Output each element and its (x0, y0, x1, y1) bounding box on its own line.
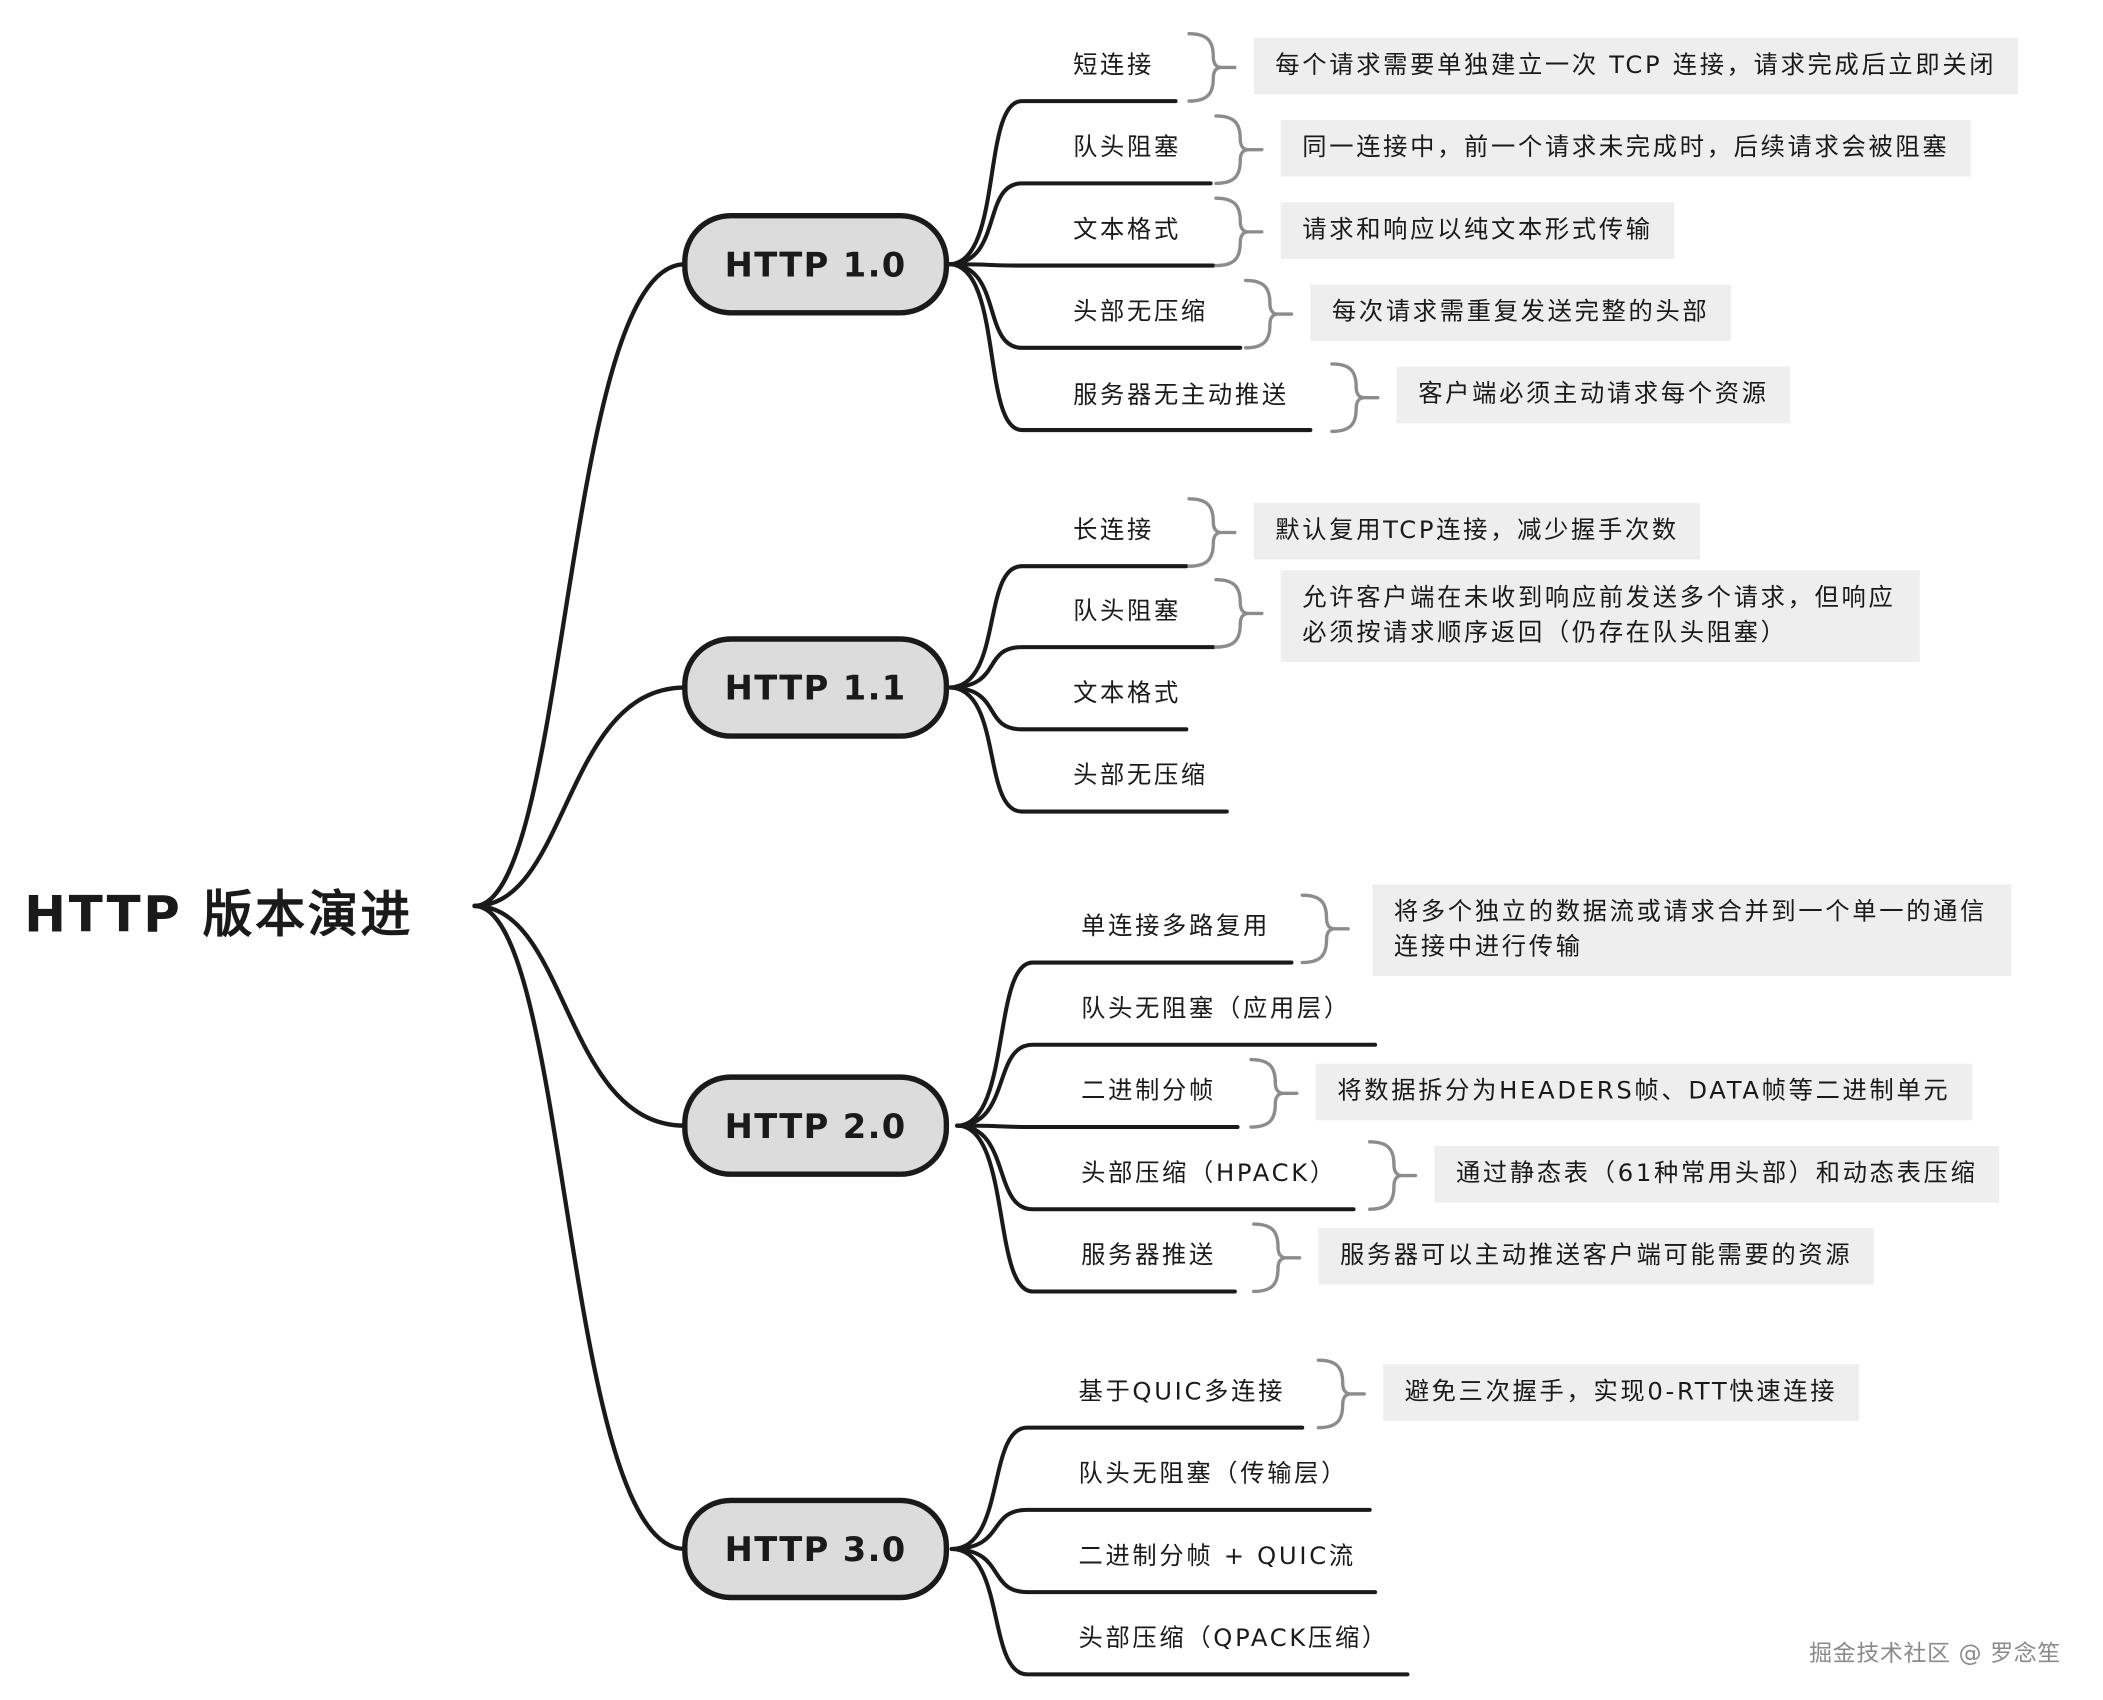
version-node-http-2-0: HTTP 2.0 (682, 1074, 950, 1177)
feature-branch-line (947, 645, 1216, 690)
brace-icon (1316, 1358, 1366, 1430)
feature-branch-line (949, 1546, 1378, 1595)
feature-branch-line (955, 1042, 1378, 1128)
feature-branch-line (947, 685, 1189, 732)
feature-branch-line (955, 1123, 1356, 1212)
brace-icon (1249, 1057, 1299, 1129)
note-box: 避免三次握手，实现0-RTT快速连接 (1383, 1364, 1859, 1421)
feature-label: 队头阻塞 (1073, 597, 1181, 626)
brace-icon (1214, 577, 1264, 649)
brace-icon (1187, 32, 1237, 103)
watermark: 掘金技术社区 @ 罗念笙 (1809, 1640, 2061, 1668)
feature-label: 头部压缩（QPACK压缩） (1078, 1624, 1389, 1653)
brace-icon (1252, 1222, 1302, 1294)
root-title: HTTP 版本演进 (24, 885, 413, 944)
feature-branch-line (949, 1507, 1372, 1551)
feature-branch-line (955, 1123, 1240, 1130)
feature-label: 服务器推送 (1081, 1241, 1216, 1270)
feature-label: 队头无阻塞（应用层） (1081, 994, 1351, 1024)
note-box: 将数据拆分为HEADERS帧、DATA帧等二进制单元 (1315, 1063, 1972, 1121)
feature-branch-line (947, 262, 1313, 433)
feature-label: 长连接 (1073, 516, 1154, 545)
feature-label: 文本格式 (1073, 679, 1181, 708)
root-branch-line (472, 685, 687, 909)
feature-label: 头部压缩（HPACK） (1081, 1159, 1337, 1188)
feature-label: 短连接 (1073, 51, 1154, 80)
note-box: 同一连接中，前一个请求未完成时，后续请求会被阻塞 (1280, 119, 1971, 177)
brace-icon (1187, 497, 1237, 568)
feature-branch-line (947, 99, 1178, 267)
note-box: 请求和响应以纯文本形式传输 (1280, 202, 1675, 259)
feature-branch-line (947, 564, 1189, 690)
brace-icon (1214, 114, 1264, 186)
version-node-http-3-0: HTTP 3.0 (682, 1497, 950, 1601)
feature-branch-line (949, 1425, 1305, 1551)
note-box: 将多个独立的数据流或请求合并到一个单一的通信连接中进行传输 (1372, 884, 2012, 977)
feature-label: 头部无压缩 (1073, 761, 1208, 790)
feature-branch-line (949, 1546, 1410, 1677)
note-box: 每次请求需重复发送完整的头部 (1310, 284, 1731, 342)
feature-branch-line (947, 685, 1229, 814)
feature-label: 服务器无主动推送 (1073, 381, 1289, 410)
brace-icon (1300, 893, 1350, 965)
version-node-http-1-0: HTTP 1.0 (682, 212, 950, 316)
feature-label: 头部无压缩 (1073, 297, 1208, 327)
feature-label: 单连接多路复用 (1081, 912, 1270, 941)
brace-icon (1243, 278, 1294, 350)
root-branch-line (472, 262, 687, 909)
feature-label: 二进制分帧 + QUIC流 (1078, 1542, 1356, 1571)
feature-branch-line (955, 1123, 1237, 1294)
feature-branch-line (955, 960, 1294, 1128)
feature-label: 二进制分帧 (1081, 1077, 1216, 1106)
note-box: 服务器可以主动推送客户端可能需要的资源 (1318, 1228, 1874, 1285)
root-branch-line (472, 903, 687, 1128)
brace-icon (1330, 362, 1380, 434)
feature-branch-line (947, 262, 1243, 350)
feature-branch-line (947, 262, 1216, 268)
note-box: 允许客户端在未收到响应前发送多个请求，但响应必须按请求顺序返回（仍存在队头阻塞） (1280, 570, 1920, 662)
note-box: 通过静态表（61种常用头部）和动态表压缩 (1434, 1145, 2000, 1203)
version-node-http-1-1: HTTP 1.1 (682, 636, 950, 739)
feature-label: 基于QUIC多连接 (1078, 1377, 1286, 1407)
feature-label: 队头无阻塞（传输层） (1078, 1459, 1349, 1489)
feature-label: 队头阻塞 (1073, 133, 1181, 162)
root-branch-line (472, 903, 687, 1552)
feature-branch-line (947, 181, 1213, 267)
note-box: 客户端必须主动请求每个资源 (1396, 366, 1791, 424)
note-box: 默认复用TCP连接，减少握手次数 (1253, 502, 1701, 560)
note-box: 每个请求需要单独建立一次 TCP 连接，请求完成后立即关闭 (1253, 37, 2018, 95)
brace-icon (1214, 196, 1264, 268)
feature-label: 文本格式 (1073, 215, 1181, 245)
brace-icon (1367, 1140, 1418, 1211)
